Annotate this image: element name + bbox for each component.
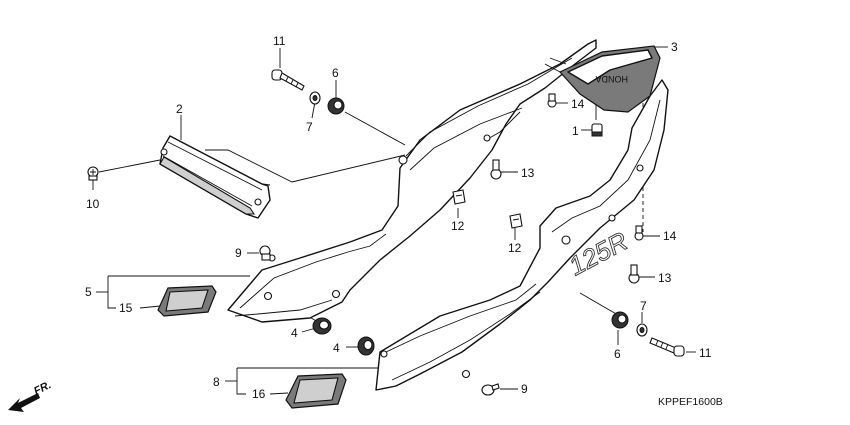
hardware — [87, 69, 685, 396]
screw-part-13-upper — [490, 159, 502, 180]
brand-emboss: HONDA — [595, 74, 628, 84]
screw-part-14-upper — [547, 93, 557, 108]
callout-10: 10 — [86, 197, 100, 211]
rear-cover-part-3: HONDA — [544, 45, 661, 113]
callout-11-lower: 11 — [699, 346, 712, 360]
bolt-part-11-lower — [649, 337, 685, 357]
front-direction-arrow: FR. — [8, 379, 53, 412]
callout-6-upper: 6 — [332, 66, 339, 80]
callout-15: 15 — [119, 301, 133, 315]
callout-6-lower: 6 — [614, 347, 621, 361]
front-arrow-label: FR. — [32, 379, 53, 398]
grommet-part-6-lower — [611, 311, 629, 329]
clip-part-12-left — [452, 189, 466, 205]
grommet-part-1 — [591, 123, 603, 137]
screw-part-10 — [87, 166, 99, 181]
callout-9-left: 9 — [235, 246, 242, 260]
collar-part-7-lower — [636, 323, 648, 337]
grommet-part-4-left — [312, 317, 332, 335]
callout-9-lower: 9 — [521, 382, 528, 396]
pad-part-15 — [157, 285, 217, 317]
left-side-cover-part-5 — [227, 39, 597, 323]
bolt-part-11-upper — [271, 69, 305, 91]
pad-part-16 — [285, 373, 347, 409]
screw-part-14-lower — [634, 225, 644, 241]
leader-lines — [92, 46, 696, 395]
callout-8: 8 — [213, 375, 220, 389]
callout-5: 5 — [85, 285, 92, 299]
right-side-cover-part-8: 125R — [375, 79, 669, 391]
callout-13-upper: 13 — [521, 166, 535, 180]
callout-16: 16 — [252, 387, 266, 401]
callout-3: 3 — [671, 40, 678, 54]
callout-4-lower: 4 — [333, 341, 340, 355]
diagram-code: KPPEF1600B — [658, 396, 723, 408]
callout-12-right: 12 — [508, 241, 522, 255]
callout-13-lower: 13 — [658, 271, 672, 285]
callout-2: 2 — [176, 102, 183, 116]
screw-part-9-lower — [481, 383, 500, 396]
collar-part-7-upper — [309, 91, 321, 105]
screw-part-13-lower — [628, 264, 640, 284]
callout-14-lower: 14 — [663, 229, 677, 243]
callout-14-upper: 14 — [571, 97, 585, 111]
grommet-part-6-upper — [327, 97, 345, 115]
grommet-part-4-lower — [357, 336, 388, 358]
callout-1: 1 — [572, 124, 579, 138]
callout-12-left: 12 — [451, 219, 465, 233]
callout-11-upper: 11 — [273, 34, 286, 48]
callout-labels: 11 6 7 2 10 9 5 15 4 4 8 16 9 3 14 1 13 … — [85, 34, 712, 401]
clip-part-12-right — [509, 213, 523, 229]
callout-7-lower: 7 — [640, 299, 647, 313]
callout-4-left: 4 — [291, 326, 298, 340]
callout-7-upper: 7 — [306, 120, 313, 134]
screw-part-9-left — [259, 245, 271, 261]
inner-panel-part-2 — [159, 135, 271, 219]
